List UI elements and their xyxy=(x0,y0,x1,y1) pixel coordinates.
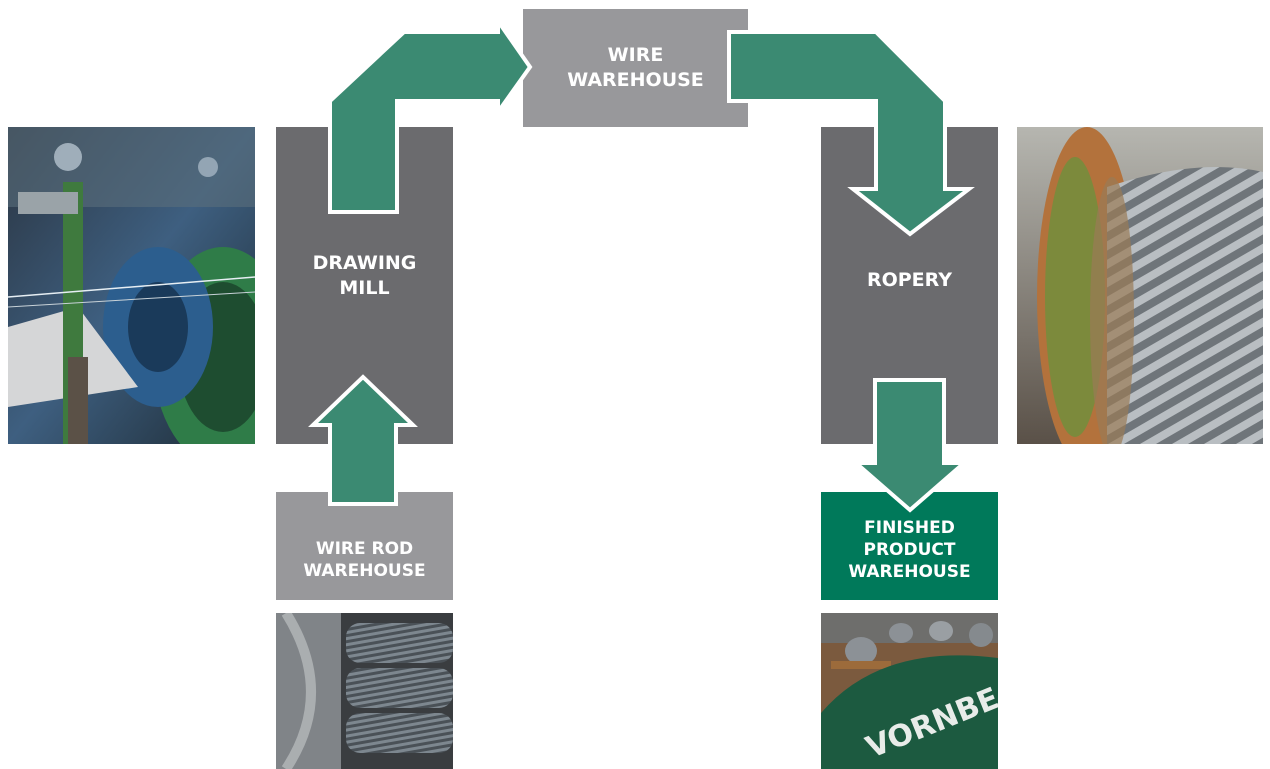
arrow-rod-to-mill xyxy=(308,374,418,506)
finished-product-warehouse-box: FINISHED PRODUCT WAREHOUSE xyxy=(821,492,998,600)
finished-product-warehouse-label-line-3: WAREHOUSE xyxy=(848,562,971,583)
rope-drum-photo xyxy=(1017,127,1263,444)
drawing-mill-label-line-2: MILL xyxy=(339,276,390,299)
ropery-label: ROPERY xyxy=(866,269,953,292)
wire-warehouse-box: WIRE WAREHOUSE xyxy=(523,9,748,127)
wire-rod-warehouse-label-line-2: WAREHOUSE xyxy=(303,561,426,581)
wire-warehouse-label-line-1: WIRE xyxy=(607,44,664,67)
arrow-mill-to-wire-warehouse xyxy=(328,14,533,214)
drawing-mill-label-line-1: DRAWING xyxy=(312,251,417,274)
finished-product-warehouse-label-line-1: FINISHED xyxy=(864,517,955,538)
wire-rod-warehouse-label-line-1: WIRE ROD xyxy=(315,538,414,559)
arrow-ropery-to-finished xyxy=(850,378,970,513)
wire-warehouse-label-line-2: WAREHOUSE xyxy=(567,69,704,91)
arrow-wire-warehouse-to-ropery xyxy=(727,30,975,237)
wire-rod-warehouse-box: WIRE ROD WAREHOUSE xyxy=(276,492,453,600)
finished-product-photo: VORNBE xyxy=(821,613,998,769)
drawing-machine-photo xyxy=(8,127,255,444)
wire-rod-coils-photo xyxy=(276,613,453,769)
finished-product-warehouse-label-line-2: PRODUCT xyxy=(863,539,956,560)
